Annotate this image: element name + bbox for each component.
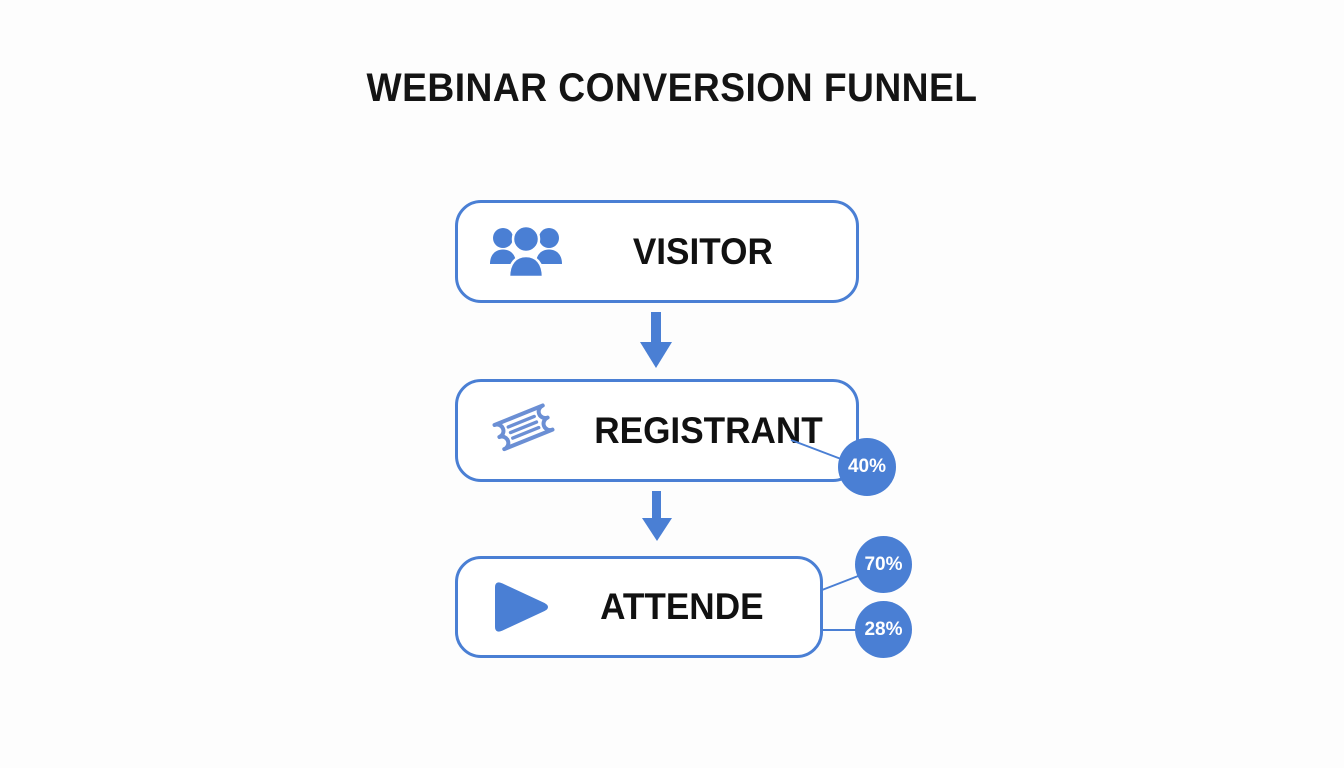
conversion-badge-attende-primary[interactable]: 70% — [855, 536, 912, 593]
arrow-down-icon-2 — [640, 491, 674, 548]
people-group-icon — [470, 224, 582, 280]
funnel-stage-attende-label: ATTENDE — [600, 586, 764, 627]
funnel-stage-registrant-label: REGISTRANT — [594, 409, 823, 451]
funnel-stage-registrant[interactable]: REGISTRANT — [455, 379, 859, 482]
conversion-badge-registrant[interactable]: 40% — [838, 438, 896, 496]
funnel-stage-visitor-label: VISITOR — [632, 230, 773, 272]
play-icon — [468, 578, 576, 636]
conversion-badge-attende-overall[interactable]: 28% — [855, 601, 912, 658]
funnel-stage-visitor[interactable]: VISITOR — [455, 200, 859, 303]
arrow-down-icon-1 — [638, 312, 674, 375]
funnel-stage-attende[interactable]: ATTENDE — [455, 556, 823, 658]
ticket-icon — [470, 400, 580, 462]
page-title: WEBINAR CONVERSION FUNNEL — [366, 66, 978, 110]
